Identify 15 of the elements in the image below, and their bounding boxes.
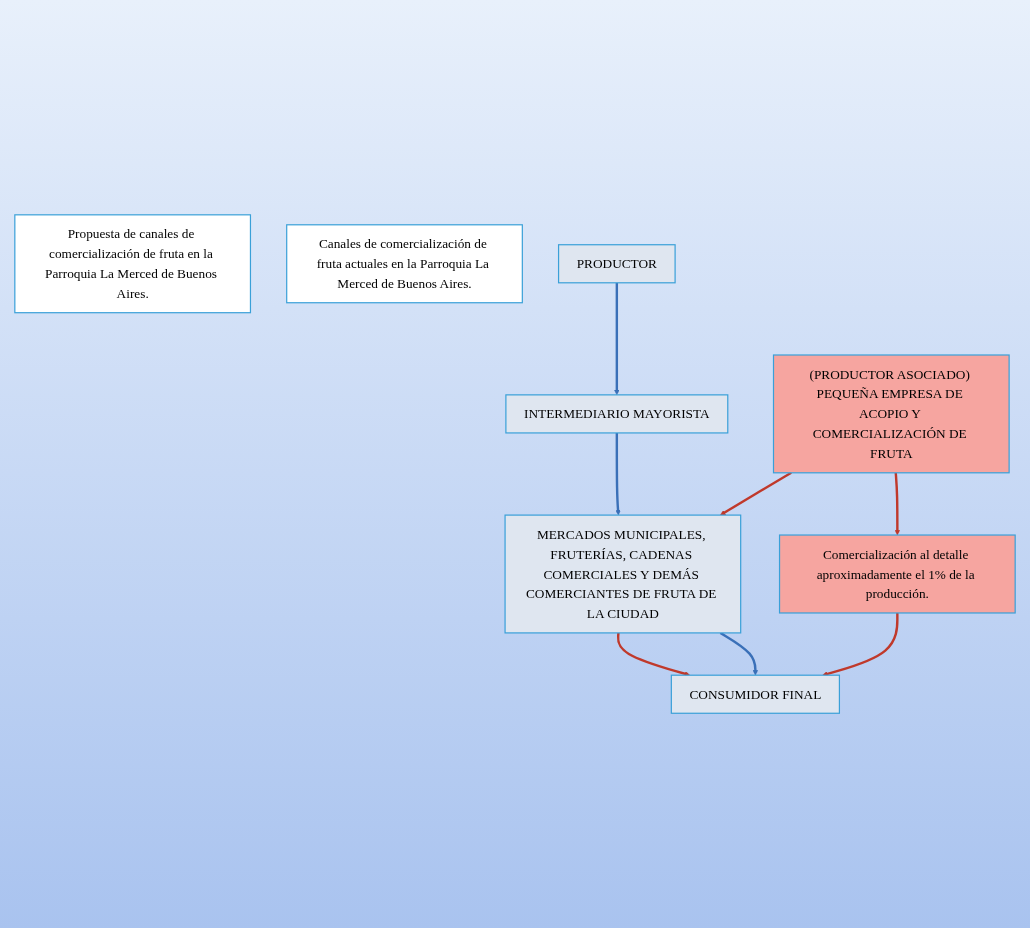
arrow: [719, 631, 759, 676]
arrow: [894, 472, 900, 536]
arrow: [822, 612, 899, 677]
node-box: MERCADOS MUNICIPALES, FRUTERÍAS, CADENAS COMERCIALES Y DEMÁS COMERCIANTES DE FRUTA DE LA CIUDAD: [504, 514, 742, 634]
node-box: INTERMEDIARIO MAYORISTA: [505, 394, 729, 434]
node-box: (PRODUCTOR ASOCIADO) PEQUEÑA EMPRESA DE ACOPIO Y COMERCIALIZACIÓN DE FRUTA: [772, 354, 1010, 474]
node-box: CONSUMIDOR FINAL: [670, 674, 840, 714]
node-box: Comercialización al detalle aproximadamente el 1% de la producción.: [778, 534, 1016, 614]
arrow: [616, 632, 690, 677]
node-box: Propuesta de canales de comercialización de fruta en la Parroquia La Merced de Buenos Aires.: [14, 214, 252, 314]
arrow: [614, 282, 620, 396]
arrow: [720, 471, 792, 516]
node-box: Canales de comercialización de fruta actuales en la Parroquia La Merced de Buenos Aires.: [286, 224, 523, 304]
arrow: [615, 432, 621, 516]
node-box: PRODUCTOR: [557, 244, 676, 284]
